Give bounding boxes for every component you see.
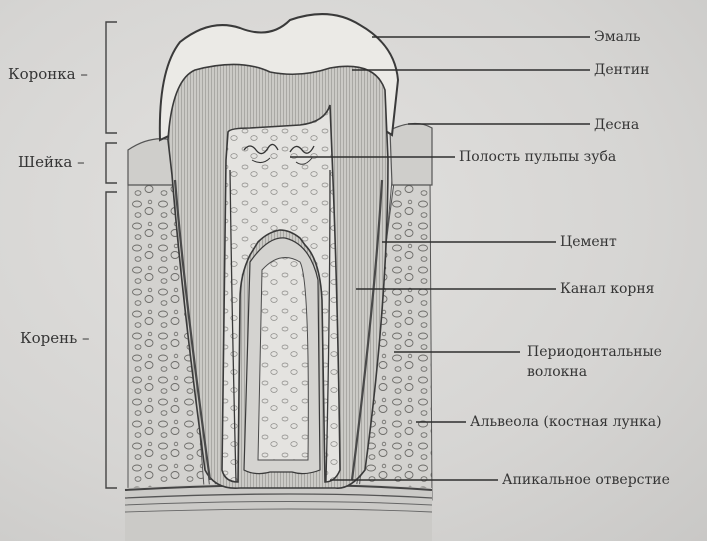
- label-dentin: Дентин: [594, 62, 649, 78]
- label-pulp-cavity: Полость пульпы зуба: [459, 149, 616, 165]
- label-root: Корень –: [20, 330, 90, 346]
- label-enamel: Эмаль: [594, 29, 640, 45]
- label-apical-foramen: Апикальное отверстие: [502, 472, 670, 488]
- label-periodontal-line1: Периодонтальные: [527, 344, 662, 360]
- label-periodontal-line2: волокна: [527, 364, 587, 380]
- label-gum: Десна: [594, 117, 639, 133]
- label-cement: Цемент: [560, 234, 617, 250]
- region-brackets: [106, 22, 117, 488]
- label-alveola: Альвеола (костная лунка): [470, 414, 662, 430]
- label-neck: Шейка –: [18, 154, 85, 170]
- label-root-canal: Канал корня: [560, 281, 655, 297]
- label-crown: Коронка –: [8, 66, 88, 82]
- bottom-tissue: [125, 483, 432, 541]
